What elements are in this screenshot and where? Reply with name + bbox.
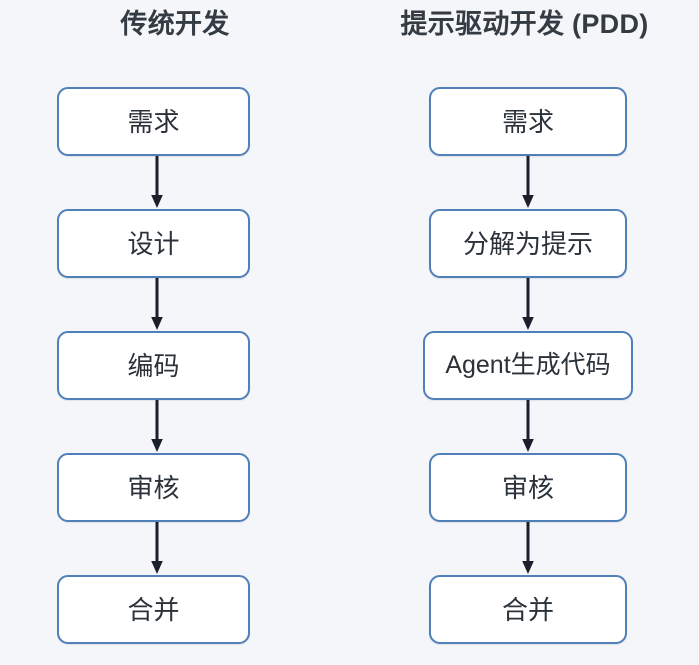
arrow-t3-to-t4 xyxy=(149,400,165,453)
arrow-t1-to-t2 xyxy=(149,156,165,209)
node-label: 设计 xyxy=(127,228,180,259)
node-label: 审核 xyxy=(501,472,554,503)
node-label: 需求 xyxy=(501,106,554,137)
node-traditional-design[interactable]: 设计 xyxy=(57,209,250,278)
column-title-pdd: 提示驱动开发 (PDD) xyxy=(400,9,649,39)
node-pdd-agent-generates-code[interactable]: Agent生成代码 xyxy=(423,331,633,400)
node-label: 合并 xyxy=(501,594,554,625)
node-label: 编码 xyxy=(127,350,180,381)
node-label: 审核 xyxy=(127,472,180,503)
flow-column-traditional: 传统开发 需求 设计 编码 xyxy=(57,9,250,644)
arrow-p1-to-p2 xyxy=(520,156,536,209)
node-traditional-coding[interactable]: 编码 xyxy=(57,331,250,400)
node-pdd-requirements[interactable]: 需求 xyxy=(429,87,627,156)
column-title-traditional: 传统开发 xyxy=(120,9,230,39)
node-pdd-review[interactable]: 审核 xyxy=(429,453,627,522)
node-traditional-review[interactable]: 审核 xyxy=(57,453,250,522)
arrow-p3-to-p4 xyxy=(520,400,536,453)
node-traditional-merge[interactable]: 合并 xyxy=(57,575,250,644)
node-label: 合并 xyxy=(127,594,180,625)
node-label: Agent生成代码 xyxy=(445,351,611,379)
arrow-t2-to-t3 xyxy=(149,278,165,331)
node-pdd-merge[interactable]: 合并 xyxy=(429,575,627,644)
node-traditional-requirements[interactable]: 需求 xyxy=(57,87,250,156)
node-label: 需求 xyxy=(127,106,180,137)
arrow-p4-to-p5 xyxy=(520,522,536,575)
arrow-t4-to-t5 xyxy=(149,522,165,575)
node-label: 分解为提示 xyxy=(462,228,593,259)
arrow-p2-to-p3 xyxy=(520,278,536,331)
flow-column-pdd: 提示驱动开发 (PDD) 需求 分解为提示 Agent生成代码 xyxy=(350,0,699,665)
node-pdd-decompose-into-prompts[interactable]: 分解为提示 xyxy=(429,209,627,278)
